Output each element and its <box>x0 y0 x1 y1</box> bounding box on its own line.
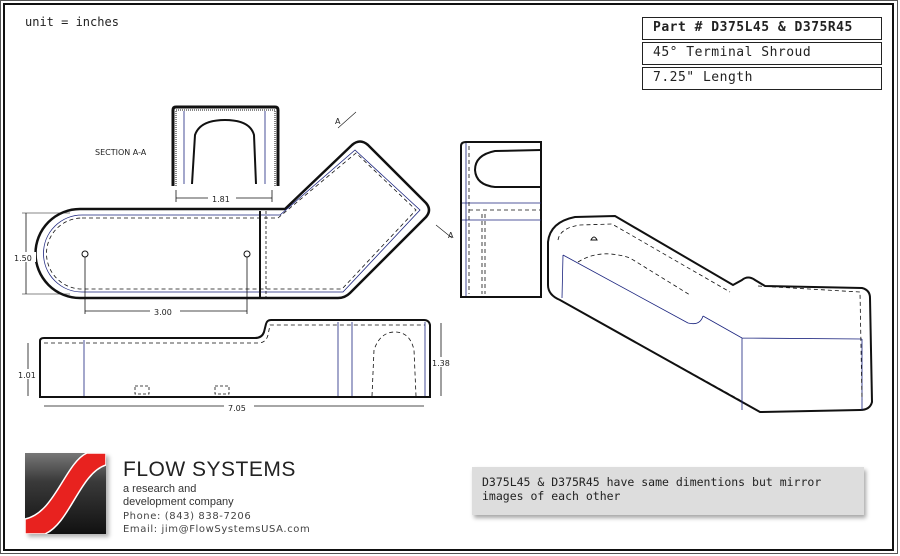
title-length: 7.25" Length <box>642 67 882 90</box>
company-phone: Phone: (843) 838-7206 <box>123 511 252 522</box>
section-label: SECTION A-A <box>95 148 147 157</box>
section-view <box>171 105 280 202</box>
section-marker-bottom: A <box>448 231 454 240</box>
dim-overall-length: 7.05 <box>228 404 246 413</box>
dim-side-height-low: 1.01 <box>18 371 36 380</box>
company-tagline-1: a research and <box>123 483 197 495</box>
company-tagline-2: development company <box>123 496 234 508</box>
title-description: 45° Terminal Shroud <box>642 42 882 65</box>
dim-top-width: 1.50 <box>14 254 32 263</box>
company-name: FLOW SYSTEMS <box>123 458 296 481</box>
section-marker-top: A <box>335 117 341 126</box>
flow-systems-logo <box>25 453 106 534</box>
dim-hole-spacing: 3.00 <box>154 308 172 317</box>
mirror-note: D375L45 & D375R45 have same dimentions b… <box>472 467 864 515</box>
drawing-border <box>3 3 894 551</box>
isometric-view <box>547 214 874 414</box>
side-view <box>27 319 442 407</box>
title-part-number: Part # D375L45 & D375R45 <box>642 17 882 40</box>
top-view <box>22 111 453 314</box>
company-email[interactable]: Email: jim@FlowSystemsUSA.com <box>123 524 311 535</box>
dim-section-width: 1.81 <box>212 195 230 204</box>
dim-side-height-high: 1.38 <box>432 359 450 368</box>
end-view <box>460 141 542 298</box>
unit-label: unit = inches <box>25 15 119 29</box>
